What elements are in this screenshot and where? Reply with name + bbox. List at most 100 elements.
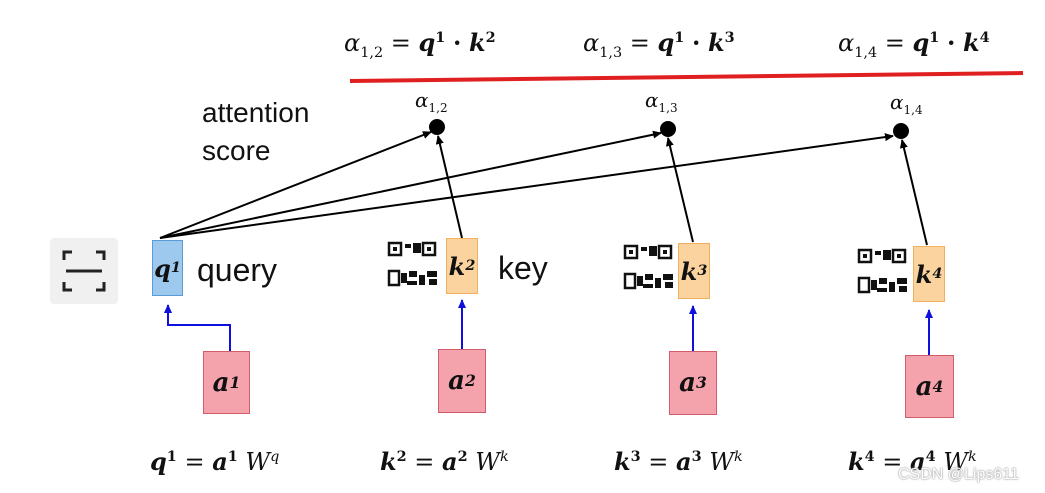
arrow-k4-alpha14 xyxy=(899,139,928,246)
equals-sign: = xyxy=(884,29,905,57)
qr-code-icon xyxy=(857,248,907,294)
a-symbol: a xyxy=(212,447,228,476)
query-label: query xyxy=(197,252,278,288)
a-symbol: a xyxy=(910,447,926,476)
alpha-symbol: α xyxy=(838,29,855,57)
top-equation-3: α1,4 = q1 · k4 xyxy=(838,28,990,60)
equals-sign: = xyxy=(648,448,669,476)
bottom-equation-k4: k4 = a4 Wk xyxy=(848,447,977,476)
k-superscript: 3 xyxy=(724,29,735,46)
q-superscript: 1 xyxy=(435,29,446,46)
weight-symbol: W xyxy=(245,448,271,476)
dot-operator: · xyxy=(946,28,956,57)
q-symbol: q xyxy=(657,28,675,57)
input-symbol: a xyxy=(212,367,230,398)
alpha-symbol: α xyxy=(890,90,904,114)
weight-superscript: k xyxy=(499,449,509,465)
q-superscript: 1 xyxy=(674,29,685,46)
weight-superscript: k xyxy=(967,449,977,465)
weight-symbol: W xyxy=(943,448,968,476)
top-equation-2: α1,3 = q1 · k3 xyxy=(583,28,735,60)
bottom-equation-k3: k3 = a3 Wk xyxy=(614,447,743,476)
alpha-symbol: α xyxy=(415,88,429,112)
alpha-subscript: 1,4 xyxy=(854,44,878,61)
alpha-node-13 xyxy=(660,121,676,137)
lhs-symbol: q xyxy=(150,447,167,476)
attention-score-label: attention score xyxy=(202,94,309,170)
key-symbol: k xyxy=(448,251,466,281)
arrow-q1-alpha12 xyxy=(159,131,432,239)
input-symbol: a xyxy=(679,368,696,398)
weight-superscript: q xyxy=(270,449,280,465)
weight-symbol: W xyxy=(475,448,500,476)
input-symbol: a xyxy=(448,366,465,396)
arrow-k3-alpha13 xyxy=(665,137,694,243)
dot-operator: · xyxy=(691,28,701,57)
k-symbol: k xyxy=(468,28,486,57)
lhs-superscript: 3 xyxy=(630,448,641,465)
weight-symbol: W xyxy=(709,448,734,476)
top-equation-1: α1,2 = q1 · k2 xyxy=(344,28,496,60)
k-superscript: 4 xyxy=(979,29,990,46)
arrow-q1-alpha13 xyxy=(159,130,662,239)
lhs-superscript: 1 xyxy=(166,448,177,465)
key-symbol: k xyxy=(680,256,698,286)
a-superscript: 2 xyxy=(457,448,468,465)
red-separator-line xyxy=(349,71,1024,83)
scan-icon[interactable] xyxy=(50,238,118,304)
bottom-equation-k2: k2 = a2 Wk xyxy=(380,447,509,476)
equals-sign: = xyxy=(184,448,205,476)
alpha-symbol: α xyxy=(583,29,600,57)
key-label: key xyxy=(498,250,548,286)
alpha-subscript: 1,3 xyxy=(658,101,678,115)
a-superscript: 4 xyxy=(925,448,936,465)
equals-sign: = xyxy=(390,29,411,57)
qr-code-icon xyxy=(387,241,437,287)
q-superscript: 1 xyxy=(929,29,940,46)
lhs-symbol: k xyxy=(380,447,397,476)
lhs-symbol: k xyxy=(614,447,631,476)
bottom-equation-q1: q1 = a1 Wq xyxy=(150,447,279,476)
attention-label-line1: attention xyxy=(202,97,310,128)
a-superscript: 3 xyxy=(691,448,702,465)
equals-sign: = xyxy=(414,448,435,476)
k-superscript: 2 xyxy=(485,29,496,46)
alpha-subscript: 1,2 xyxy=(428,101,448,115)
alpha-label-13: α1,3 xyxy=(645,88,678,115)
alpha-label-14: α1,4 xyxy=(890,90,923,116)
arrow-k2-alpha12 xyxy=(435,135,463,239)
scan-icon-glyph xyxy=(62,250,106,292)
lhs-superscript: 4 xyxy=(864,448,875,465)
alpha-symbol: α xyxy=(344,29,361,57)
lhs-symbol: k xyxy=(848,447,865,476)
alpha-node-12 xyxy=(429,119,445,135)
alpha-label-12: α1,2 xyxy=(415,88,448,115)
watermark: CSDN @Lips611 xyxy=(898,466,1019,483)
k-symbol: k xyxy=(707,28,725,57)
k-symbol: k xyxy=(962,28,980,57)
weight-superscript: k xyxy=(733,449,743,465)
arrow-a1-q1 xyxy=(164,304,231,351)
query-symbol: q xyxy=(154,253,171,283)
alpha-subscript: 1,3 xyxy=(599,44,623,61)
key-symbol: k xyxy=(915,259,933,289)
lhs-superscript: 2 xyxy=(396,448,407,465)
a-symbol: a xyxy=(676,447,692,476)
q-symbol: q xyxy=(418,28,436,57)
dot-operator: · xyxy=(452,28,462,57)
a-superscript: 1 xyxy=(227,448,238,465)
alpha-symbol: α xyxy=(645,88,659,112)
q-symbol: q xyxy=(912,28,930,57)
equals-sign: = xyxy=(629,29,650,57)
input-symbol: a xyxy=(915,371,933,402)
alpha-subscript: 1,2 xyxy=(360,44,384,61)
